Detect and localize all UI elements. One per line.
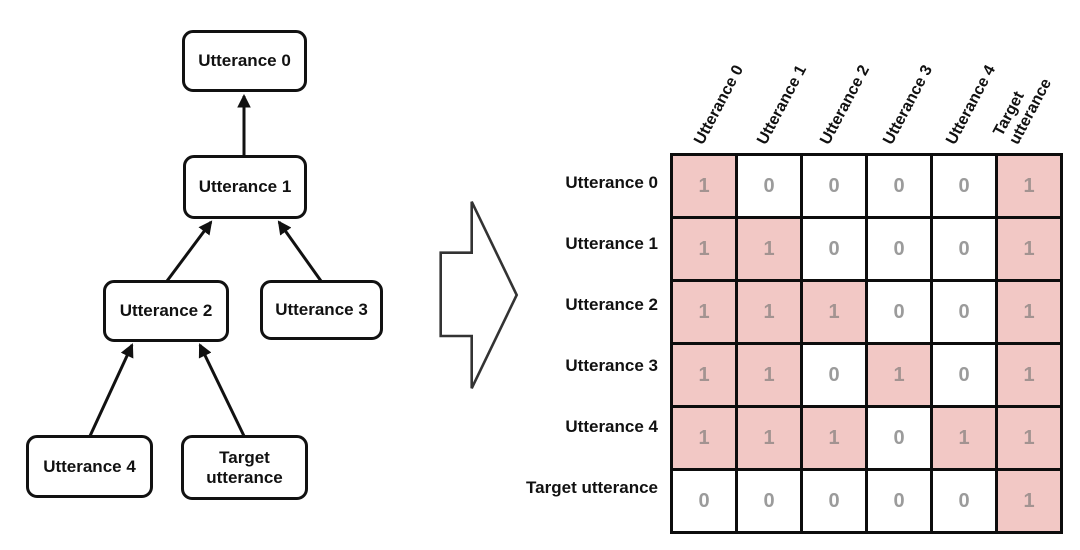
matrix-col-label-4: Utterance 4 (943, 62, 1000, 148)
matrix-cell-r2c2: 1 (800, 279, 868, 345)
matrix-cell-r1c3: 0 (865, 216, 933, 282)
matrix-cell-r4c0: 1 (670, 405, 738, 471)
matrix-cell-r5c0: 0 (670, 468, 738, 534)
matrix-cell-r4c5: 1 (995, 405, 1063, 471)
matrix-cell-r0c1: 0 (735, 153, 803, 219)
matrix-cell-r3c3: 1 (865, 342, 933, 408)
matrix-cell-r5c4: 0 (930, 468, 998, 534)
matrix-cell-r5c3: 0 (865, 468, 933, 534)
matrix-col-label-0: Utterance 0 (691, 62, 748, 148)
matrix-cell-r5c5: 1 (995, 468, 1063, 534)
matrix-col-label-5: Target utterance (990, 75, 1056, 148)
matrix-cell-r2c5: 1 (995, 279, 1063, 345)
matrix-cell-r5c2: 0 (800, 468, 868, 534)
matrix-cell-r2c4: 0 (930, 279, 998, 345)
matrix-cell-r2c1: 1 (735, 279, 803, 345)
matrix-cell-r5c1: 0 (735, 468, 803, 534)
matrix-col-label-3: Utterance 3 (880, 62, 937, 148)
matrix-row-label-4: Utterance 4 (565, 417, 658, 437)
matrix-cell-r1c5: 1 (995, 216, 1063, 282)
matrix-cell-r1c0: 1 (670, 216, 738, 282)
matrix-cell-r4c3: 0 (865, 405, 933, 471)
matrix-cell-r0c4: 0 (930, 153, 998, 219)
tree-node-u1: Utterance 1 (183, 155, 307, 219)
matrix-cell-r1c1: 1 (735, 216, 803, 282)
tree-node-u4: Utterance 4 (26, 435, 153, 498)
matrix-cell-r0c0: 1 (670, 153, 738, 219)
matrix-cell-r4c2: 1 (800, 405, 868, 471)
matrix-col-label-1: Utterance 1 (754, 62, 811, 148)
tree-node-u2: Utterance 2 (103, 280, 229, 342)
matrix-cell-r3c0: 1 (670, 342, 738, 408)
tree-node-u3: Utterance 3 (260, 280, 383, 340)
matrix-row-label-5: Target utterance (526, 478, 658, 498)
matrix-cell-r1c4: 0 (930, 216, 998, 282)
matrix-row-label-3: Utterance 3 (565, 356, 658, 376)
matrix-row-label-2: Utterance 2 (565, 295, 658, 315)
matrix-cell-r3c1: 1 (735, 342, 803, 408)
matrix-cell-r3c4: 0 (930, 342, 998, 408)
tree-edge-u3-u1 (277, 220, 323, 282)
matrix-cell-r0c3: 0 (865, 153, 933, 219)
tree-node-target: Target utterance (181, 435, 308, 500)
tree-edge-u4-u2 (88, 343, 134, 437)
matrix-cell-r0c5: 1 (995, 153, 1063, 219)
matrix-row-label-0: Utterance 0 (565, 173, 658, 193)
matrix-cell-r3c5: 1 (995, 342, 1063, 408)
matrix-cell-r0c2: 0 (800, 153, 868, 219)
tree-edge-u2-u1 (165, 220, 213, 282)
matrix-cell-r4c4: 1 (930, 405, 998, 471)
matrix-cell-r4c1: 1 (735, 405, 803, 471)
matrix-cell-r3c2: 0 (800, 342, 868, 408)
tree-edge-target-u2 (198, 343, 246, 437)
matrix-cell-r1c2: 0 (800, 216, 868, 282)
matrix-row-label-1: Utterance 1 (565, 234, 658, 254)
matrix-cell-r2c0: 1 (670, 279, 738, 345)
matrix-col-label-2: Utterance 2 (817, 62, 874, 148)
matrix-cell-r2c3: 0 (865, 279, 933, 345)
tree-node-u0: Utterance 0 (182, 30, 307, 92)
